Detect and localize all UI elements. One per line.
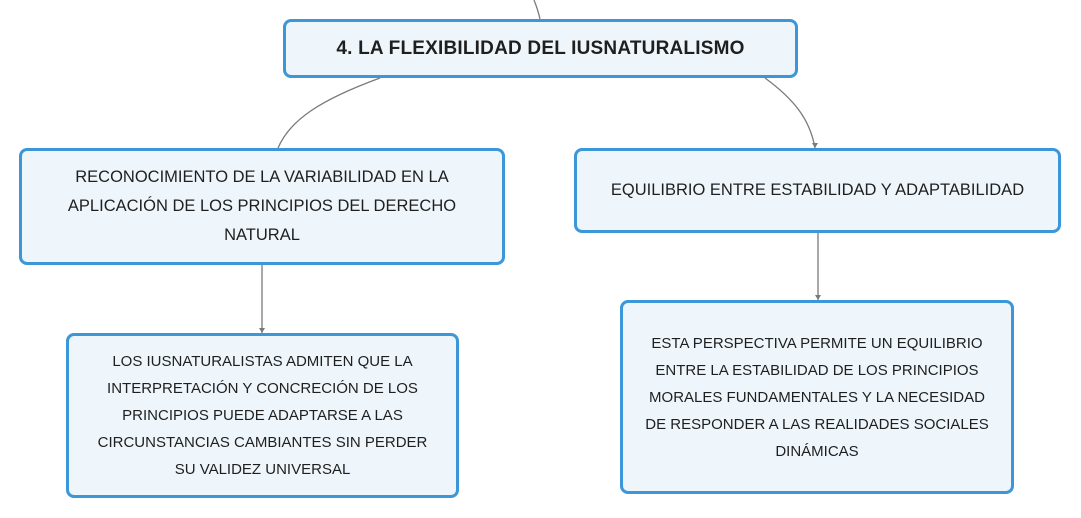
connector-root-to-left (277, 77, 381, 149)
connector-root-to-right (764, 77, 816, 149)
left-branch-text: RECONOCIMIENTO DE LA VARIABILIDAD EN LA … (67, 168, 457, 244)
right-branch-text: EQUILIBRIO ENTRE ESTABILIDAD Y ADAPTABIL… (610, 181, 1025, 199)
arrowhead-right-branch (812, 143, 818, 148)
left-detail-text: LOS IUSNATURALISTAS ADMITEN QUE LA INTER… (97, 353, 428, 478)
right-detail-node[interactable]: ESTA PERSPECTIVA PERMITE UN EQUILIBRIO E… (620, 300, 1014, 494)
arrowhead-left-detail (259, 328, 265, 333)
connector-incoming (533, 0, 541, 20)
right-detail-text: ESTA PERSPECTIVA PERMITE UN EQUILIBRIO E… (645, 334, 989, 460)
root-topic-text: 4. LA FLEXIBILIDAD DEL IUSNATURALISMO (336, 37, 745, 59)
left-branch-node[interactable]: RECONOCIMIENTO DE LA VARIABILIDAD EN LA … (19, 148, 505, 265)
right-branch-node[interactable]: EQUILIBRIO ENTRE ESTABILIDAD Y ADAPTABIL… (574, 148, 1061, 233)
left-detail-node[interactable]: LOS IUSNATURALISTAS ADMITEN QUE LA INTER… (66, 333, 459, 498)
root-topic-node[interactable]: 4. LA FLEXIBILIDAD DEL IUSNATURALISMO (283, 19, 798, 78)
arrowhead-right-detail (815, 295, 821, 300)
